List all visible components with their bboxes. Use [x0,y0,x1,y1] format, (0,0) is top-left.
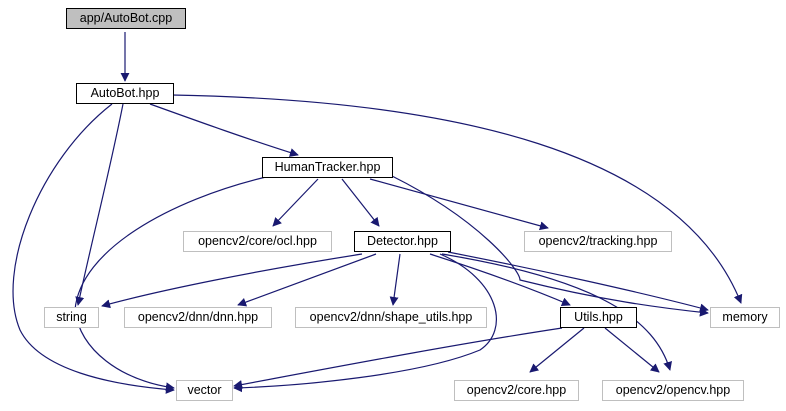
edge-autobot-to-memory [171,94,743,304]
edge-autobot-to-humantracker [149,103,299,157]
edge-detector-to-shape-utils [389,253,401,306]
edge-autobot-to-vector [12,103,175,394]
node-detector-hpp[interactable]: Detector.hpp [354,231,451,252]
edge-humantracker-to-detector [341,178,380,227]
edge-detector-to-utils [429,253,571,306]
edge-humantracker-to-memory [391,175,709,317]
edge-detector-to-dnn [237,253,377,307]
edge-utils-to-opencv [604,327,660,373]
edge-detector-to-vector [233,253,497,393]
node-autobot-hpp[interactable]: AutoBot.hpp [76,83,174,104]
edge-humantracker-to-ocl [272,178,319,227]
node-utils-hpp[interactable]: Utils.hpp [560,307,637,328]
node-opencv2-core-ocl-hpp: opencv2/core/ocl.hpp [183,231,332,252]
node-opencv2-core-hpp: opencv2/core.hpp [454,380,579,401]
edge-detector-to-opencv [441,253,672,371]
edge-humantracker-to-vector [74,176,267,392]
node-string: string [44,307,99,328]
edge-humantracker-to-tracking [369,178,549,231]
node-opencv2-tracking-hpp: opencv2/tracking.hpp [524,231,672,252]
edge-detector-to-memory [447,251,709,313]
node-memory: memory [710,307,780,328]
edge-utils-to-core [529,327,585,373]
node-vector: vector [176,380,233,401]
edge-detector-to-string [101,253,363,309]
edge-utils-to-vector [233,327,563,389]
node-autobot-cpp[interactable]: app/AutoBot.cpp [66,8,186,29]
node-humantracker-hpp[interactable]: HumanTracker.hpp [262,157,393,178]
node-opencv2-dnn-shape-utils-hpp: opencv2/dnn/shape_utils.hpp [295,307,487,328]
edge-autobot-to-string [75,103,124,306]
node-opencv2-opencv-hpp: opencv2/opencv.hpp [602,380,744,401]
node-opencv2-dnn-dnn-hpp: opencv2/dnn/dnn.hpp [124,307,272,328]
